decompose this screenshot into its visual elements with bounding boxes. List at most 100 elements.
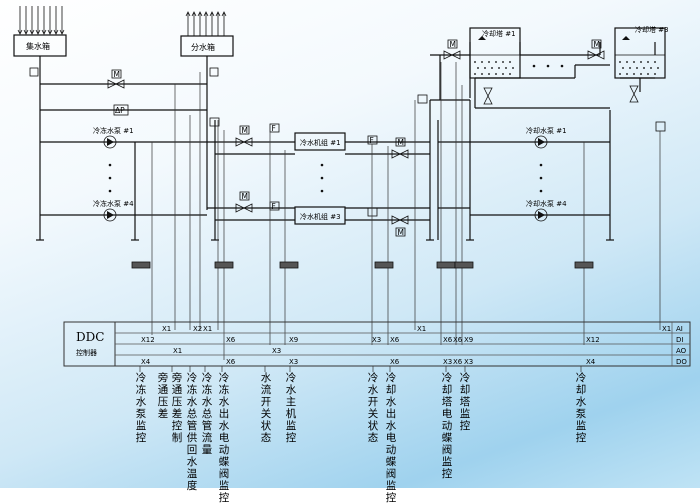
label-leaders	[139, 366, 582, 372]
tower-return-valve-1	[483, 87, 493, 105]
chiller-pump-1-label: 冷冻水泵 #1	[93, 126, 134, 135]
ddc-title: DDC	[76, 330, 104, 344]
dp-sensor-tag: ΔP	[115, 106, 125, 115]
cooling-outlet-valve-1: M	[391, 137, 409, 159]
io-label: X1	[162, 325, 171, 333]
io-label: X12	[141, 336, 155, 344]
pump-ellipsis-dots	[108, 163, 112, 193]
io-label: X6	[453, 336, 463, 344]
chilled-outlet-valve-1: M	[235, 125, 253, 147]
signal-wires	[151, 62, 661, 360]
monitor-label: 冷冻水出水电动蝶阀监控	[218, 372, 230, 504]
io-label: X3	[443, 358, 452, 366]
io-terminal-labels: X12 X1 X1 X2 X1 X6 X9 X3 X3 X1 X6 X9 X12…	[141, 325, 671, 366]
io-label: X9	[464, 336, 473, 344]
cooling-valve-3-motor-tag: M	[398, 228, 404, 237]
flow-meter	[209, 117, 220, 127]
cooling-pump-1	[534, 135, 548, 149]
chiller-1-label: 冷水机组 #1	[300, 138, 341, 147]
inflow-arrows	[17, 6, 65, 35]
monitor-label: 冷却塔监控	[459, 372, 471, 432]
tower-valve-1: M	[443, 39, 461, 60]
monitor-label: 旁通压差控制	[171, 372, 183, 444]
chiller-pump-4	[103, 208, 117, 222]
cooling-temp-sensor	[417, 94, 428, 104]
io-label: X6	[390, 358, 400, 366]
chiller-ellipsis-dots	[320, 163, 324, 193]
io-label: X6	[443, 336, 453, 344]
background	[0, 0, 700, 488]
io-label: X6	[453, 358, 463, 366]
flow-switch-1-tag: F	[272, 124, 276, 133]
io-label: X3	[464, 358, 473, 366]
channel-ao: AO	[676, 347, 687, 355]
chilled-valve-3-motor-tag: M	[242, 192, 248, 201]
cooling-tower-3	[614, 27, 666, 79]
chiller-3	[294, 206, 346, 225]
io-label: X6	[226, 336, 236, 344]
cooling-pump-4	[534, 208, 548, 222]
cooling-flow-switch-1-tag: F	[370, 136, 374, 145]
chilled-outlet-valve-3: M	[235, 191, 253, 213]
io-label: X3	[289, 358, 298, 366]
outflow-arrows	[185, 11, 227, 36]
cooling-flow-switch-3	[367, 207, 378, 217]
monitor-label: 旁通压差	[157, 372, 169, 420]
bypass-valve: M	[107, 69, 125, 89]
hvac-control-diagram: 集水箱 分水箱 M ΔP	[13, 6, 691, 372]
monitor-label: 冷冻水泵监控	[135, 372, 147, 444]
monitor-label: 冷冻水总管流量	[201, 372, 213, 456]
monitor-label: 水流开关状态	[260, 372, 272, 444]
cooling-outlet-valve-3: M	[391, 215, 409, 237]
monitor-label: 冷冻水总管供回水温度	[186, 372, 198, 492]
channel-ai: AI	[676, 325, 683, 333]
chiller-pump-4-label: 冷冻水泵 #4	[93, 199, 134, 208]
chilled-valve-1-motor-tag: M	[242, 126, 248, 135]
tower-ellipsis-dots	[532, 64, 564, 68]
cooling-pump-ellipsis-dots	[539, 163, 543, 193]
io-label: X1	[173, 347, 182, 355]
io-label: X1	[417, 325, 426, 333]
monitor-label: 冷却水出水电动蝶阀监控	[385, 372, 397, 504]
monitor-label: 冷却塔电动蝶阀监控	[441, 372, 453, 480]
flow-switch-3-tag: F	[272, 202, 276, 211]
cooling-tower-1	[469, 27, 521, 79]
monitor-label: 冷水开关状态	[367, 372, 379, 444]
bypass-valve-motor-tag: M	[114, 70, 120, 79]
channel-di: DI	[676, 336, 683, 344]
io-label: X6	[226, 358, 236, 366]
tower-return-valve-3	[629, 85, 639, 103]
io-label: X3	[372, 336, 381, 344]
tower-valve-1-motor-tag: M	[450, 40, 456, 49]
io-label: X4	[141, 358, 151, 366]
chilled-water-piping	[36, 56, 430, 241]
io-label: X4	[586, 358, 596, 366]
cooling-pump-4-label: 冷却水泵 #4	[526, 199, 567, 208]
terminal-blocks	[131, 261, 594, 269]
cooling-flow-switch-1	[367, 135, 378, 145]
io-label: X3	[272, 347, 281, 355]
monitor-label: 冷却水泵监控	[575, 372, 587, 444]
collector-temp-sensor	[29, 67, 39, 77]
cooling-pump-1-label: 冷却水泵 #1	[526, 126, 567, 135]
flow-switch-1	[269, 123, 280, 133]
io-label: X12	[586, 336, 600, 344]
io-label: X1	[203, 325, 212, 333]
io-label: X9	[289, 336, 298, 344]
chiller-1	[294, 132, 346, 151]
dp-sensor: ΔP	[113, 104, 129, 116]
monitor-label: 冷水主机监控	[285, 372, 297, 444]
ddc-subtitle: 控制器	[76, 348, 97, 357]
chiller-pump-1	[103, 135, 117, 149]
collector-tank-label: 集水箱	[26, 41, 50, 51]
channel-do: DO	[676, 358, 687, 366]
outdoor-sensor	[655, 121, 666, 132]
cooling-tower-1-label: 冷却塔 #1	[482, 29, 516, 38]
distributor-temp-sensor	[209, 67, 219, 77]
io-label: X1	[662, 325, 671, 333]
io-label: X6	[390, 336, 400, 344]
ddc-controller	[63, 321, 691, 367]
chiller-3-label: 冷水机组 #3	[300, 212, 341, 221]
tower-valve-3-motor-tag: M	[594, 40, 600, 49]
cooling-valve-1-motor-tag: M	[398, 138, 404, 147]
